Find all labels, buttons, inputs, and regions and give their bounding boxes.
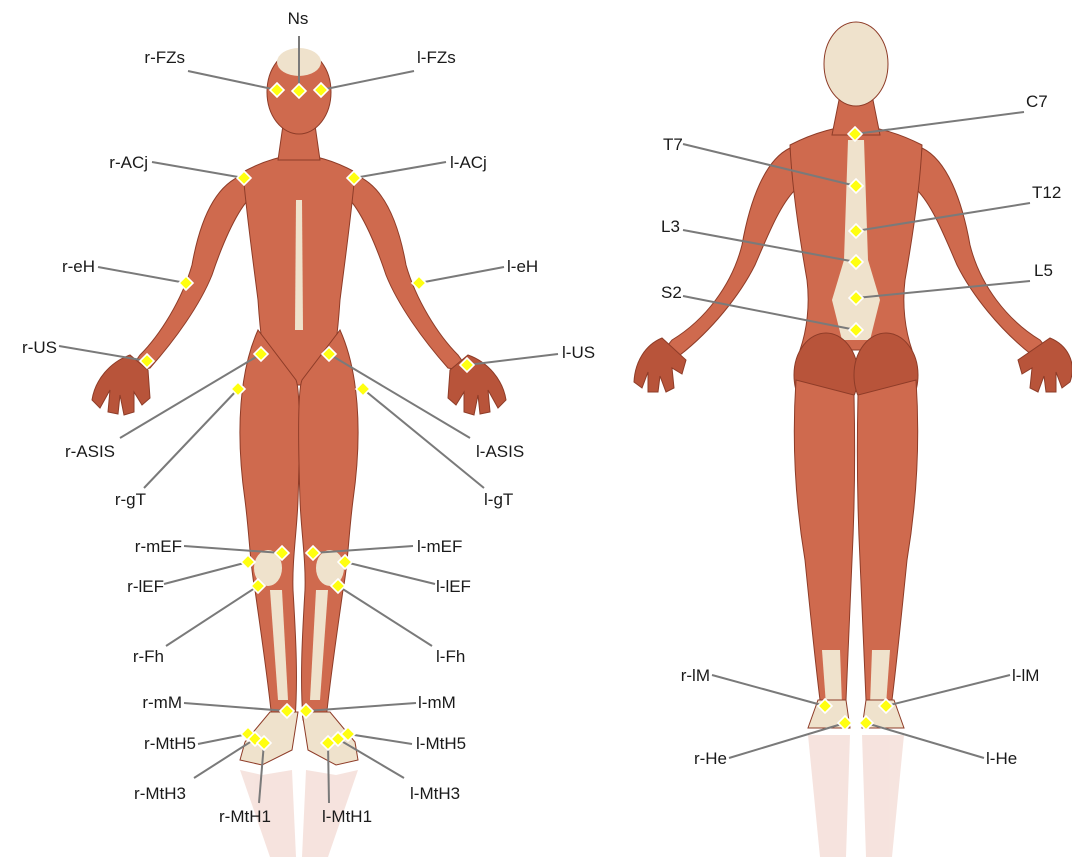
l-he-label: l-He (986, 749, 1017, 768)
r-gt-leader-line (144, 389, 238, 488)
r-fh-label: r-Fh (133, 647, 164, 666)
l-mef-label: l-mEF (417, 537, 462, 556)
r-fzs-label: r-FZs (144, 48, 185, 67)
t12-label: T12 (1032, 183, 1061, 202)
t7-label: T7 (663, 135, 683, 154)
r-mm-label: r-mM (142, 693, 182, 712)
l-mth1-label: l-MtH1 (322, 807, 372, 826)
l-lef-leader-line (345, 562, 435, 584)
r-asis-label: r-ASIS (65, 442, 115, 461)
l-mm-label: l-mM (418, 693, 456, 712)
r-mth1-label: r-MtH1 (219, 807, 271, 826)
l-us-label: l-US (562, 343, 595, 362)
r-lm-label: r-lM (681, 666, 710, 685)
r-eh-leader-line (98, 267, 186, 283)
l-fzs-label: l-FZs (417, 48, 456, 67)
l-asis-label: l-ASIS (476, 442, 524, 461)
ns-label: Ns (288, 9, 309, 28)
r-mef-label: r-mEF (135, 537, 182, 556)
l-acj-leader-line (354, 162, 446, 178)
back-right-arm (660, 148, 795, 355)
l-lm-leader-line (886, 675, 1010, 706)
l-mth5-leader-line (348, 734, 412, 744)
l-eh-label: l-eH (507, 257, 538, 276)
l3-label: L3 (661, 217, 680, 236)
c7-label: C7 (1026, 92, 1048, 111)
l-lef-label: l-lEF (436, 577, 471, 596)
l-gt-label: l-gT (484, 490, 513, 509)
l-eh-leader-line (419, 267, 504, 283)
l5-label: L5 (1034, 261, 1053, 280)
l-lm-label: l-lM (1012, 666, 1039, 685)
r-acj-label: r-ACj (109, 153, 148, 172)
r-he-label: r-He (694, 749, 727, 768)
front-right-arm (128, 175, 248, 372)
r-mth3-label: r-MtH3 (134, 784, 186, 803)
l-acj-label: l-ACj (450, 153, 487, 172)
r-fzs-leader-line (188, 71, 277, 90)
r-eh-label: r-eH (62, 257, 95, 276)
l-fh-label: l-Fh (436, 647, 465, 666)
front-linea-alba (295, 200, 303, 330)
r-fh-leader-line (166, 586, 258, 646)
c7-leader-line (855, 112, 1024, 134)
l-mth1-leader-line (328, 743, 329, 803)
r-lef-label: r-lEF (127, 577, 164, 596)
s2-label: S2 (661, 283, 682, 302)
r-lef-leader-line (164, 562, 248, 584)
r-gt-label: r-gT (115, 490, 146, 509)
front-left-leg (299, 330, 358, 720)
l-us-leader-line (467, 354, 558, 365)
back-head (824, 22, 888, 106)
r-acj-leader-line (152, 162, 244, 178)
r-mth5-label: r-MtH5 (144, 734, 196, 753)
l-mth3-label: l-MtH3 (410, 784, 460, 803)
l-mth5-label: l-MtH5 (416, 734, 466, 753)
back-reflection (808, 735, 904, 857)
front-right-hand (92, 355, 150, 415)
r-us-leader-line (59, 346, 147, 361)
back-left-arm (917, 148, 1052, 355)
r-mth5-leader-line (198, 734, 248, 744)
l-fzs-leader-line (321, 71, 414, 90)
r-us-label: r-US (22, 338, 57, 357)
front-right-leg (240, 330, 299, 720)
r-lm-leader-line (712, 675, 825, 706)
l-fh-leader-line (338, 586, 432, 646)
front-left-arm (350, 175, 470, 372)
